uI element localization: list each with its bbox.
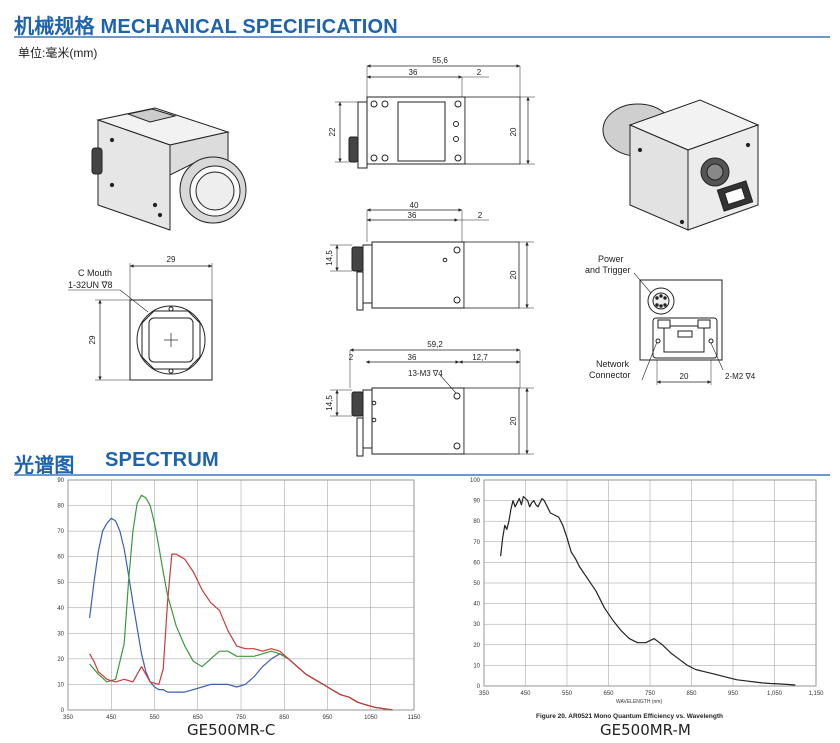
chart-mono-title: Figure 20. AR0521 Mono Quantum Efficienc…: [536, 713, 723, 720]
spectrum-title-rule: [14, 474, 830, 476]
y-tick-label: 70: [473, 540, 480, 546]
y-tick-label: 10: [57, 682, 64, 688]
camera-iso-right: [602, 99, 760, 231]
dim-front-height: 29: [88, 335, 97, 344]
mechanical-title-rule: [14, 36, 830, 38]
series-line-2: [89, 553, 393, 711]
chart-mono-caption: GE500MR-M: [600, 721, 691, 739]
x-tick-label: 1,150: [808, 691, 824, 697]
x-tick-label: 950: [322, 715, 333, 721]
dim-top-inner: 36: [409, 68, 418, 77]
unit-note: 单位:毫米(mm): [18, 46, 98, 60]
mount-label-2: 1-32UN ∇8: [68, 280, 113, 290]
chart-mono-xlabel: WAVELENGTH (nm): [616, 699, 663, 705]
mount-label-1: C Mouth: [78, 268, 112, 278]
y-tick-label: 20: [57, 657, 64, 663]
x-tick-label: 450: [106, 715, 117, 721]
y-tick-label: 50: [473, 581, 480, 587]
y-tick-label: 60: [473, 560, 480, 566]
y-tick-label: 80: [57, 504, 64, 510]
x-tick-label: 650: [603, 691, 614, 697]
screw-note: 2-M2 ∇4: [725, 372, 756, 381]
y-tick-label: 50: [57, 580, 64, 586]
power-label-1: Power: [598, 254, 624, 264]
dim-bottom-inner: 36: [408, 353, 417, 362]
y-tick-label: 80: [473, 519, 480, 525]
series-line-0: [500, 495, 796, 686]
dim-middle-left-height: 14,5: [325, 250, 334, 266]
thread-note: 13-M3 ∇4: [408, 369, 443, 378]
mechanical-title: 机械规格 MECHANICAL SPECIFICATION: [14, 16, 398, 38]
y-tick-label: 0: [61, 708, 65, 714]
x-tick-label: 550: [562, 691, 573, 697]
side-view-bottom: [330, 348, 534, 457]
y-tick-label: 20: [473, 643, 480, 649]
power-label-2: and Trigger: [585, 265, 631, 275]
rear-view: [633, 272, 724, 385]
x-tick-label: 750: [645, 691, 656, 697]
network-label-2: Connector: [589, 370, 631, 380]
dim-top-right-height: 20: [509, 127, 518, 136]
dim-bottom-left-offset: 2: [349, 353, 354, 362]
dim-top-total: 55,6: [432, 56, 448, 65]
y-tick-label: 40: [473, 602, 480, 608]
x-tick-label: 550: [149, 715, 160, 721]
dim-rear-width: 20: [680, 372, 689, 381]
y-tick-label: 100: [470, 478, 481, 484]
spectrum-title-cn: 光谱图: [14, 455, 75, 477]
x-tick-label: 850: [686, 691, 697, 697]
y-tick-label: 70: [57, 529, 64, 535]
dim-top-offset: 2: [477, 68, 482, 77]
dim-bottom-left-height: 14,5: [325, 395, 334, 411]
dim-middle-offset: 2: [478, 211, 483, 220]
x-tick-label: 350: [63, 715, 74, 721]
y-tick-label: 30: [473, 622, 480, 628]
mechanical-drawings: 55,6 36 2 22 20 40 36 2 14,5 20: [68, 56, 760, 457]
dim-middle-inner: 36: [408, 211, 417, 220]
dim-bottom-total: 59,2: [427, 340, 443, 349]
y-tick-label: 10: [473, 663, 480, 669]
dim-bottom-right-height: 20: [509, 416, 518, 425]
dim-middle-total: 40: [410, 201, 419, 210]
dim-middle-right-height: 20: [509, 270, 518, 279]
side-view-middle: [330, 208, 534, 311]
front-view: [68, 263, 213, 381]
side-view-top: [335, 64, 535, 169]
x-tick-label: 750: [236, 715, 247, 721]
y-tick-label: 30: [57, 631, 64, 637]
dim-front-width: 29: [167, 255, 176, 264]
dim-top-left-height: 22: [328, 127, 337, 136]
x-tick-label: 450: [520, 691, 531, 697]
y-tick-label: 90: [57, 478, 64, 484]
chart-color-caption: GE500MR-C: [187, 721, 276, 739]
y-tick-label: 60: [57, 555, 64, 561]
x-tick-label: 1150: [408, 715, 422, 721]
camera-iso-left: [91, 107, 247, 231]
x-tick-label: 850: [279, 715, 290, 721]
network-label-1: Network: [596, 359, 630, 369]
x-tick-label: 350: [479, 691, 490, 697]
spectrum-title-en: SPECTRUM: [105, 449, 219, 471]
x-tick-label: 650: [193, 715, 204, 721]
x-tick-label: 1050: [364, 715, 378, 721]
spectrum-chart-mono: 350 450 550 650 750 850 950 1,050 1,150 0 10 20 30 40…: [470, 478, 824, 697]
y-tick-label: 0: [477, 684, 481, 690]
x-tick-label: 1,050: [767, 691, 783, 697]
x-tick-label: 950: [728, 691, 739, 697]
spectrum-chart-color: 350 450 550 650 750 850 950 1050 1150 0 10 20 30 40 50…: [57, 478, 422, 721]
y-tick-label: 90: [473, 499, 480, 505]
dim-bottom-right-offset: 12,7: [472, 353, 488, 362]
y-tick-label: 40: [57, 606, 64, 612]
